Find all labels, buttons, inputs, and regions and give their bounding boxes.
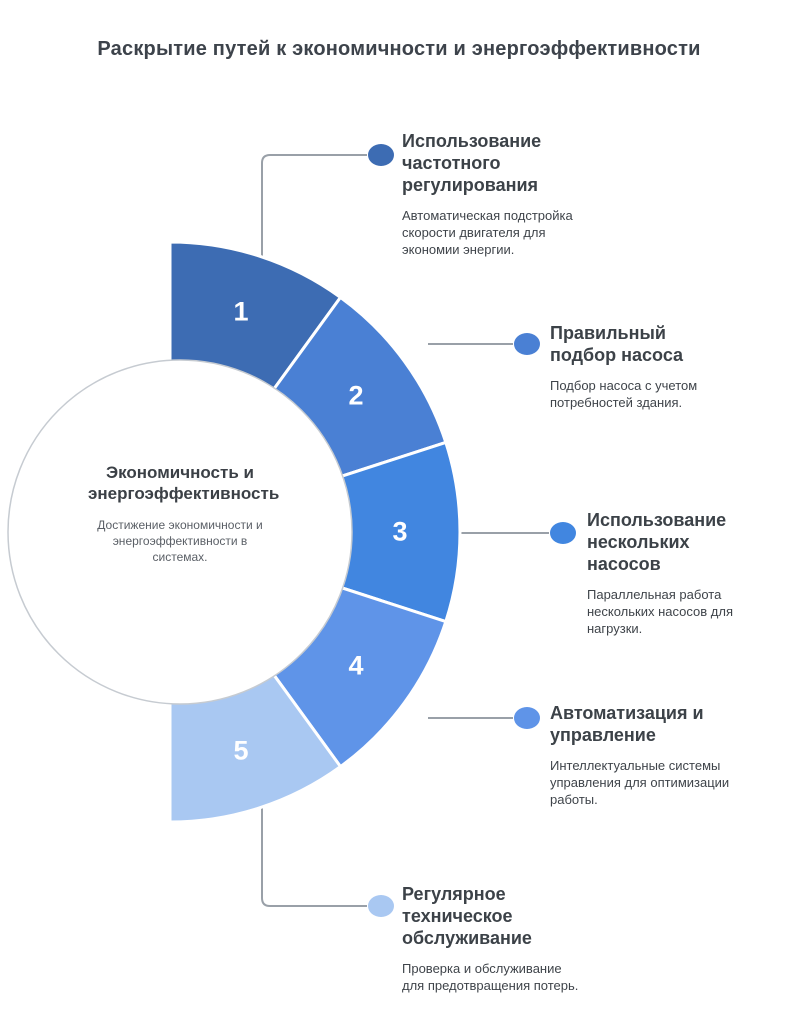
callout-5-heading: Регулярное техническое обслуживание: [402, 884, 532, 948]
connector-lines: [261, 154, 549, 907]
callout-4: Автоматизация и управление Интеллектуаль…: [550, 703, 745, 808]
center-text-block: Экономичность и энергоэффективность Дост…: [88, 462, 280, 565]
center-description: Достижение экономичности и энергоэффекти…: [97, 517, 263, 564]
center-circle: [7, 359, 353, 705]
callout-4-heading: Автоматизация и управление: [550, 703, 704, 745]
callout-3-heading: Использование нескольких насосов: [587, 510, 727, 574]
callout-dot-4: [514, 707, 540, 729]
callout-1-heading: Использование частотного регулирования: [402, 131, 542, 195]
connector-line-5: [261, 802, 367, 907]
page-title: Раскрытие путей к экономичности и энерго…: [97, 38, 701, 60]
callout-5: Регулярное техническое обслуживание Пров…: [402, 884, 587, 994]
callout-dot-1: [368, 144, 394, 166]
callout-dot-5: [368, 895, 394, 917]
callout-3-description: Параллельная работа нескольких насосов д…: [587, 586, 733, 637]
callout-1-description: Автоматическая подстройка скорости двига…: [402, 207, 573, 258]
callout-2-description: Подбор насоса с учетом потребностей здан…: [550, 377, 698, 411]
center-heading: Экономичность и энергоэффективность: [88, 463, 280, 504]
callout-dot-3: [550, 522, 576, 544]
callout-5-description: Проверка и обслуживание для предотвращен…: [402, 960, 579, 994]
callout-1: Использование частотного регулирования А…: [402, 131, 597, 258]
callout-4-description: Интеллектуальные системы управления для …: [550, 757, 730, 808]
callout-3: Использование нескольких насосов Паралле…: [587, 510, 762, 637]
connector-line-1: [261, 154, 367, 262]
callout-2-heading: Правильный подбор насоса: [550, 323, 684, 365]
callout-2: Правильный подбор насоса Подбор насоса с…: [550, 323, 730, 411]
callout-dot-2: [514, 333, 540, 355]
callout-dots: [368, 144, 576, 917]
